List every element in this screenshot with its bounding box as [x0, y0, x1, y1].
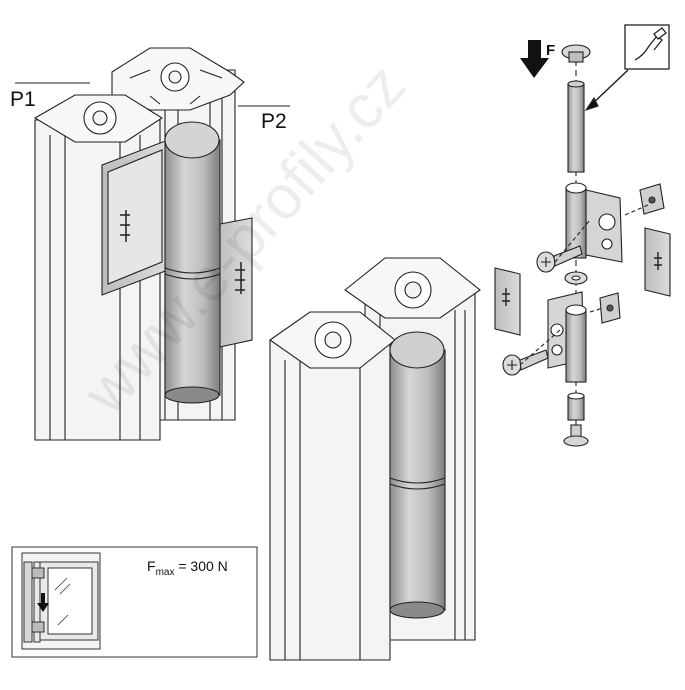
force-inset — [11, 546, 258, 658]
oil-can-icon — [624, 24, 670, 70]
hinge-leaf-left — [101, 139, 169, 296]
t-nut-lower — [599, 292, 621, 324]
hinge-body-lower — [547, 291, 587, 383]
screw-lower — [502, 349, 549, 376]
left-assembly — [15, 47, 290, 441]
washer — [564, 271, 588, 285]
label-p2: P2 — [261, 110, 287, 133]
t-nut-upper — [639, 183, 665, 215]
max-force-label: Fmax = 300 N — [147, 558, 228, 578]
force-value: = 300 N — [178, 558, 228, 574]
force-symbol: F — [147, 558, 156, 574]
inset-window-frame — [21, 552, 101, 650]
label-p1: P1 — [10, 88, 36, 111]
cover-plate-right — [644, 227, 671, 297]
cover-plate-left — [494, 267, 521, 336]
force-subscript: max — [155, 566, 175, 578]
screw-upper — [536, 245, 583, 273]
bottom-screw — [563, 424, 589, 447]
pin-cap — [561, 44, 591, 63]
lubrication-leader — [589, 69, 629, 107]
hinge-barrel-left — [164, 121, 221, 404]
hinge-body-upper — [565, 182, 623, 263]
arrow-down-icon — [520, 40, 549, 78]
lubrication-arrowhead — [584, 96, 599, 112]
label-force: F — [546, 42, 556, 59]
exploded-view — [494, 44, 671, 450]
inset-force-arrow — [37, 593, 49, 612]
bushing — [567, 392, 585, 421]
center-assembly — [269, 257, 481, 661]
hinge-barrel-center — [389, 331, 446, 619]
profile-front-center — [269, 311, 396, 661]
hinge-pin — [567, 80, 585, 173]
